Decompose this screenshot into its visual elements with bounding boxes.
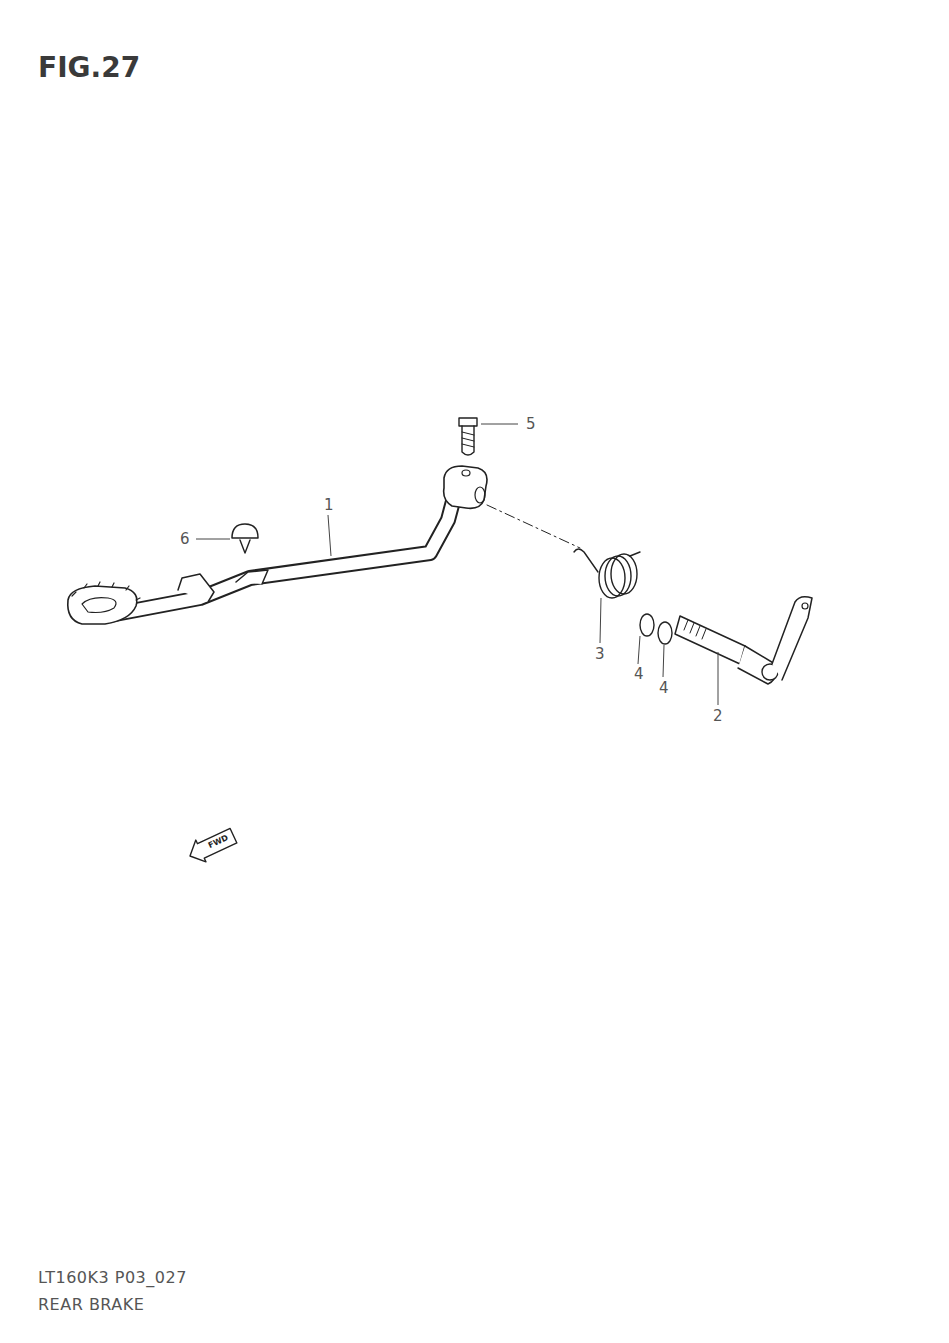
callout-number: 2 [713,709,723,724]
figure-caption: REAR BRAKE [38,1297,144,1313]
callout-number: 1 [324,498,334,513]
callout-number: 5 [526,417,536,432]
callout-number: 4 [634,667,644,682]
drawing-code: LT160K3 P03_027 [38,1270,187,1286]
callout-number: 4 [659,681,669,696]
figure-title: FIG.27 [38,54,140,82]
callout-number: 3 [595,647,605,662]
callout-number: 6 [180,532,190,547]
